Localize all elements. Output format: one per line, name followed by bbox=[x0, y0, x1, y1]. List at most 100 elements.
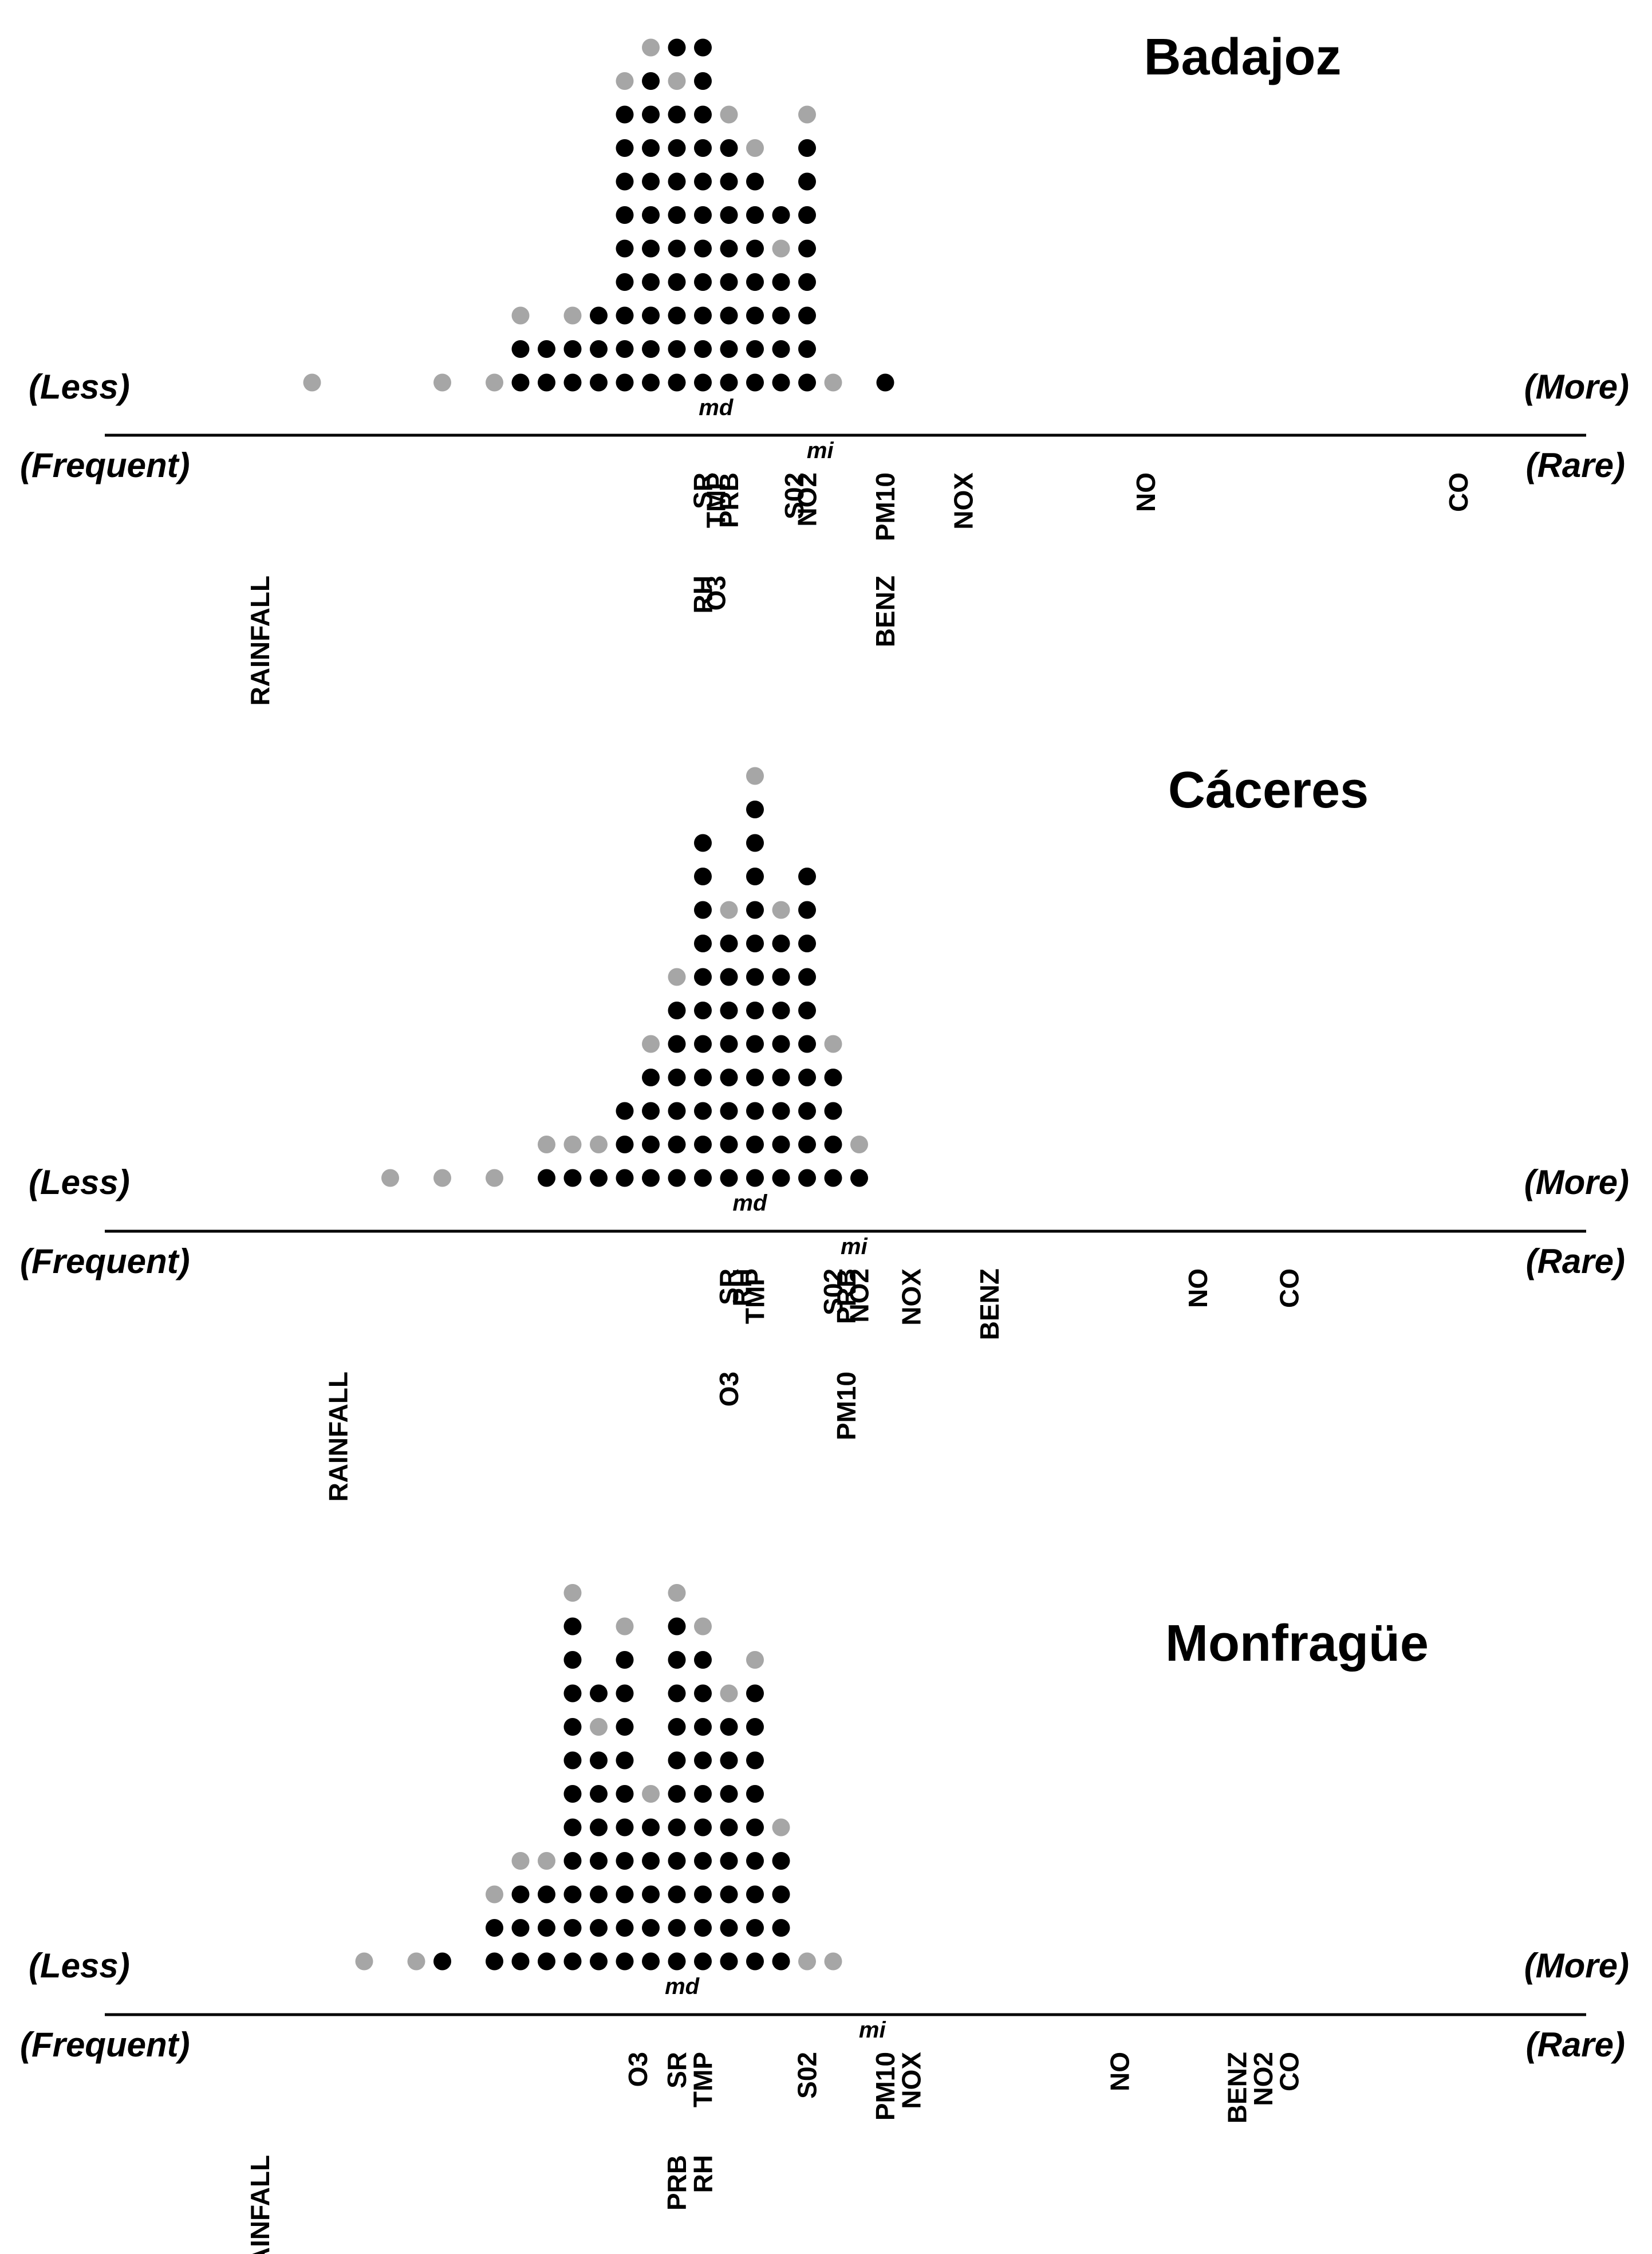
data-dot bbox=[746, 1785, 764, 1803]
data-dot bbox=[772, 340, 790, 358]
data-dot bbox=[824, 1069, 842, 1086]
data-dot bbox=[668, 139, 686, 157]
data-dot bbox=[616, 273, 634, 291]
data-dot-gray bbox=[668, 72, 686, 90]
label-rare: (Rare) bbox=[1526, 1242, 1625, 1280]
panel-title: Monfragüe bbox=[1165, 1615, 1429, 1672]
data-dot bbox=[772, 1002, 790, 1019]
data-dot bbox=[772, 206, 790, 224]
data-dot bbox=[798, 172, 816, 191]
data-dot bbox=[772, 306, 790, 325]
data-dot-gray bbox=[694, 1617, 712, 1636]
data-dot bbox=[590, 1952, 608, 1971]
data-dot bbox=[563, 1952, 582, 1971]
variable-label: NO bbox=[1105, 2052, 1135, 2091]
data-dot bbox=[590, 1919, 608, 1937]
data-dot bbox=[798, 935, 816, 952]
data-dot bbox=[694, 1852, 712, 1870]
data-dot-gray bbox=[668, 1584, 686, 1602]
midpoint-marker: mi bbox=[807, 438, 834, 463]
variable-label: PRB bbox=[662, 2155, 692, 2210]
data-dot bbox=[694, 340, 712, 358]
data-dot-gray bbox=[642, 38, 660, 57]
data-dot bbox=[616, 1684, 634, 1703]
data-dot bbox=[668, 1952, 686, 1971]
data-dot bbox=[668, 172, 686, 191]
data-dot bbox=[694, 1136, 712, 1153]
data-dot-gray bbox=[720, 105, 738, 124]
data-dot-gray bbox=[746, 1651, 764, 1669]
data-dot bbox=[772, 373, 790, 392]
data-dot bbox=[590, 1785, 608, 1803]
data-dot bbox=[746, 868, 764, 885]
data-dot bbox=[563, 1885, 582, 1904]
data-dot bbox=[746, 206, 764, 224]
data-dot bbox=[668, 1617, 686, 1636]
data-dot bbox=[616, 172, 634, 191]
data-dot bbox=[720, 1751, 738, 1770]
data-dot bbox=[694, 38, 712, 57]
data-dot bbox=[616, 1102, 634, 1120]
variable-label: CO bbox=[1444, 472, 1473, 512]
variable-label: NO bbox=[1131, 472, 1161, 512]
data-dot bbox=[798, 306, 816, 325]
data-dot bbox=[538, 373, 555, 392]
data-dot bbox=[694, 373, 712, 392]
data-dot-gray bbox=[642, 1035, 660, 1053]
data-dot bbox=[433, 1952, 451, 1971]
data-dot bbox=[720, 1952, 738, 1971]
data-dot bbox=[668, 1718, 686, 1736]
data-dot bbox=[746, 306, 764, 325]
data-dot bbox=[668, 1852, 686, 1870]
data-dot bbox=[720, 1102, 738, 1120]
data-dot-gray bbox=[486, 1169, 503, 1187]
data-dot bbox=[694, 1751, 712, 1770]
variable-label: NO bbox=[1183, 1268, 1213, 1308]
data-dot bbox=[668, 1885, 686, 1904]
data-dot-gray bbox=[616, 1617, 634, 1636]
data-dot bbox=[616, 340, 634, 358]
data-dot-gray bbox=[433, 1169, 451, 1187]
data-dot bbox=[772, 968, 790, 986]
data-dot bbox=[772, 273, 790, 291]
label-less: (Less) bbox=[29, 1946, 130, 1985]
data-dot bbox=[720, 1919, 738, 1937]
data-dot bbox=[720, 1718, 738, 1736]
data-dot bbox=[824, 1169, 842, 1187]
label-more: (More) bbox=[1524, 368, 1629, 406]
label-rare: (Rare) bbox=[1526, 446, 1625, 484]
variable-label: NO2 bbox=[845, 1268, 874, 1323]
data-dot bbox=[772, 1169, 790, 1187]
data-dot bbox=[563, 1818, 582, 1837]
data-dot bbox=[720, 1069, 738, 1086]
data-dot bbox=[590, 1751, 608, 1770]
data-dot-gray bbox=[642, 1785, 660, 1803]
data-dot bbox=[772, 1035, 790, 1053]
data-dot bbox=[798, 1169, 816, 1187]
data-dot bbox=[720, 1169, 738, 1187]
data-dot bbox=[746, 1169, 764, 1187]
data-dot-gray bbox=[511, 1852, 530, 1870]
data-dot bbox=[694, 1002, 712, 1019]
data-dot bbox=[746, 801, 764, 818]
data-dot bbox=[563, 1919, 582, 1937]
data-dot bbox=[694, 1885, 712, 1904]
variable-label: O3 bbox=[701, 576, 731, 610]
data-dot bbox=[876, 373, 894, 392]
data-dot-gray bbox=[668, 968, 686, 986]
variable-label: BENZ bbox=[975, 1268, 1004, 1340]
data-dot bbox=[563, 1651, 582, 1669]
data-dot bbox=[720, 935, 738, 952]
data-dot bbox=[642, 373, 660, 392]
variable-label: NOX bbox=[897, 1268, 926, 1326]
data-dot bbox=[694, 1035, 712, 1053]
data-dot bbox=[538, 1885, 555, 1904]
data-dot bbox=[590, 1818, 608, 1837]
data-dot bbox=[642, 1852, 660, 1870]
variable-label: PM10 bbox=[870, 472, 900, 541]
label-frequent: (Frequent) bbox=[20, 2026, 190, 2064]
variable-label: TMP bbox=[701, 472, 731, 528]
data-dot-gray bbox=[798, 1952, 816, 1971]
data-dot bbox=[694, 72, 712, 90]
data-dot bbox=[668, 306, 686, 325]
